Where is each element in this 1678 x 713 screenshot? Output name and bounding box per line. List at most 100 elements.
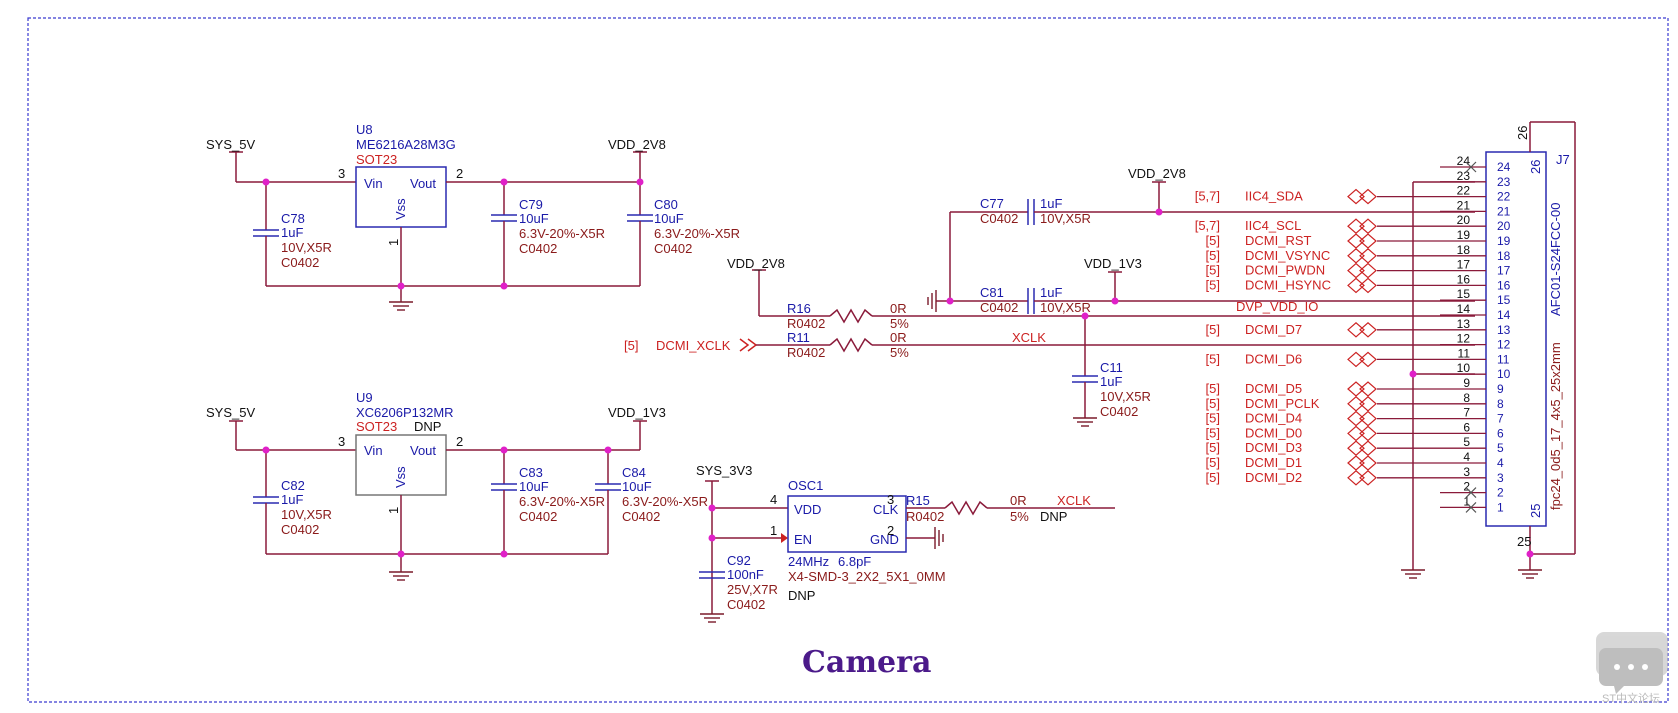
c92-val: 100nF [727, 567, 764, 582]
signal-ref: [5] [1206, 470, 1220, 485]
signal-name-iic4_scl: IIC4_SCL [1245, 218, 1301, 233]
c81-ref: C81 [980, 285, 1004, 300]
c79-pkg: C0402 [519, 241, 557, 256]
j7-pin-name-3: 3 [1497, 471, 1504, 485]
signal-ref: [5] [1206, 396, 1220, 411]
net-vdd2v8-label-3: VDD_2V8 [727, 256, 785, 271]
c82-ref: C82 [281, 478, 305, 493]
signal-name-dcmi_pclk: DCMI_PCLK [1245, 396, 1320, 411]
signal-name-dcmi_d7: DCMI_D7 [1245, 322, 1302, 337]
signal-name-dcmi_vsync: DCMI_VSYNC [1245, 248, 1330, 263]
j7-pin-number-15: 15 [1457, 287, 1471, 301]
r11-tol: 5% [890, 345, 909, 360]
u9-pin-in: 3 [338, 434, 345, 449]
j7-pin-number-17: 17 [1457, 258, 1471, 272]
no-connect-marker-24 [1465, 161, 1477, 173]
c83-pkg: C0402 [519, 509, 557, 524]
net-sys3v3-label: SYS_3V3 [696, 463, 752, 478]
j7-pin-name-15: 15 [1497, 293, 1511, 307]
j7-pin-number-9: 9 [1463, 376, 1470, 390]
r16-ref: R16 [787, 301, 811, 316]
u8-vout-pin: Vout [410, 176, 436, 191]
c82-val: 1uF [281, 492, 303, 507]
j7-pin-name-23: 23 [1497, 175, 1511, 189]
signal-name-dcmi_d2: DCMI_D2 [1245, 470, 1302, 485]
j7-pin-number-2: 2 [1463, 480, 1470, 494]
j7-pin-name-10: 10 [1497, 367, 1511, 381]
c92-pkg: C0402 [727, 597, 765, 612]
u8-ref: U8 [356, 122, 373, 137]
signal-ref: [5] [1206, 233, 1220, 248]
c78-ref: C78 [281, 211, 305, 226]
sheet-border [27, 17, 1669, 703]
c80-pkg: C0402 [654, 241, 692, 256]
osc1-pin4: 4 [770, 492, 777, 507]
u9-ref: U9 [356, 390, 373, 405]
j7-pin-number-8: 8 [1463, 391, 1470, 405]
no-connect-marker-2 [1465, 487, 1477, 499]
port-arrow-icon [1347, 188, 1377, 205]
net-xclk-label-2: XCLK [1012, 330, 1046, 345]
port-arrow-icon [1347, 425, 1377, 442]
j7-pin-number-21: 21 [1457, 198, 1471, 212]
j7-pin-number-19: 19 [1457, 228, 1471, 242]
u8-vss-pin: Vss [393, 198, 408, 220]
u8-pin-in: 3 [338, 166, 345, 181]
c84-pkg: C0402 [622, 509, 660, 524]
c77-pkg: C0402 [980, 211, 1018, 226]
c77-rating: 10V,X5R [1040, 211, 1091, 226]
r15-tol: 5% [1010, 509, 1029, 524]
signal-ref: [5] [1206, 248, 1220, 263]
c79-ref: C79 [519, 197, 543, 212]
net-sys5v-label-2: SYS_5V [206, 405, 255, 420]
j7-pin-name-7: 7 [1497, 412, 1504, 426]
osc1-freq: 24MHz [788, 554, 829, 569]
j7-pin-name-11: 11 [1497, 352, 1510, 366]
u9-pin-gnd: 1 [386, 507, 401, 514]
port-arrow-icon [1347, 233, 1377, 249]
page-title: Camera [802, 645, 931, 680]
osc1-pin1: 1 [770, 523, 777, 538]
c83-val: 10uF [519, 479, 549, 494]
port-arrow-icon [1347, 440, 1377, 456]
u8-part: ME6216A28M3G [356, 137, 456, 152]
osc1-load: 6.8pF [838, 554, 871, 569]
j7-pin26-inner: 26 [1528, 160, 1543, 174]
j7-pin-name-17: 17 [1497, 264, 1511, 278]
j7-pin25-inner: 25 [1528, 504, 1543, 518]
j7-pin-name-2: 2 [1497, 486, 1504, 500]
r11-ref: R11 [787, 330, 810, 345]
c11-val: 1uF [1100, 374, 1122, 389]
u8-pin-out: 2 [456, 166, 463, 181]
j7-pin26-outer: 26 [1515, 126, 1530, 140]
c92-ref: C92 [727, 553, 751, 568]
u8-pin-gnd: 1 [386, 239, 401, 246]
signal-name-iic4_sda: IIC4_SDA [1245, 189, 1303, 204]
j7-pin-name-5: 5 [1497, 441, 1504, 455]
signal-ref: [5] [1206, 440, 1220, 455]
j7-pin-name-24: 24 [1497, 160, 1511, 174]
port-arrow-icon [1347, 277, 1377, 294]
r15-pkg: R0402 [906, 509, 944, 524]
forum-watermark-icon [1596, 632, 1668, 694]
osc1-vdd-pin: VDD [794, 502, 821, 517]
j7-pin-name-22: 22 [1497, 190, 1511, 204]
dcmi-xclk-ref: [5] [624, 338, 638, 353]
net-vdd1v3-label: VDD_1V3 [608, 405, 666, 420]
port-arrow-icon [1347, 455, 1377, 471]
j7-pin-number-10: 10 [1457, 361, 1471, 375]
r11-val: 0R [890, 330, 907, 345]
c92-rating: 25V,X7R [727, 582, 778, 597]
no-connect-marker-1 [1465, 501, 1477, 513]
net-xclk-label: XCLK [1057, 493, 1091, 508]
r16-val: 0R [890, 301, 907, 316]
j7-pin-name-19: 19 [1497, 234, 1511, 248]
osc1-pin3: 3 [887, 492, 894, 507]
net-dvp-vdd-io: DVP_VDD_IO [1236, 299, 1318, 314]
c80-ref: C80 [654, 197, 678, 212]
port-arrow-icon [1347, 262, 1377, 279]
c78-val: 1uF [281, 225, 303, 240]
signal-ref: [5,7] [1195, 218, 1220, 233]
signal-ref: [5] [1206, 322, 1220, 337]
